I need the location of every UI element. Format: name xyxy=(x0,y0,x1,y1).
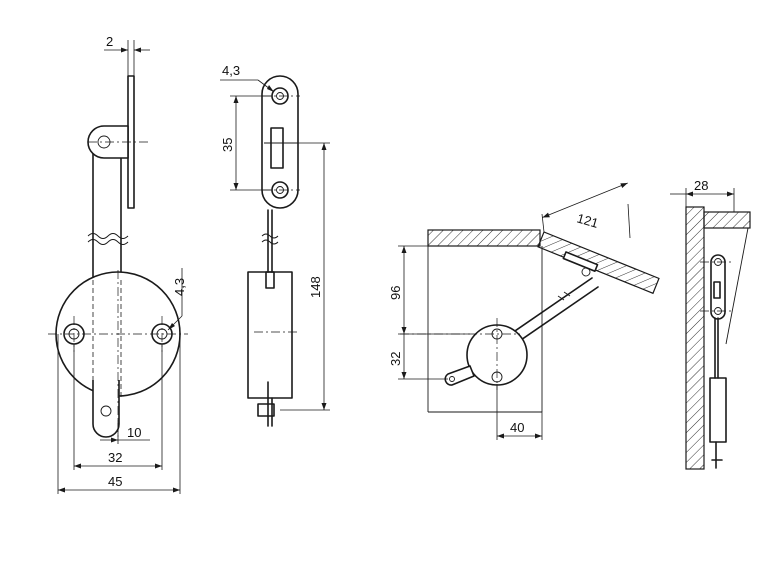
break-line xyxy=(87,233,129,239)
dim-lid-offset: 121 xyxy=(575,210,600,230)
lid-bracket xyxy=(562,251,599,273)
lower-body xyxy=(247,271,293,399)
wall-top-panel xyxy=(703,211,751,229)
dim-offset-small: 10 xyxy=(127,425,141,440)
bracket-inset xyxy=(270,127,284,169)
wall-lower-body xyxy=(709,377,727,443)
fixed-panel xyxy=(427,229,541,247)
dim-height-lower: 32 xyxy=(388,352,403,366)
dim-base-offset: 40 xyxy=(510,420,524,435)
lid-outline xyxy=(725,227,749,345)
dim-height-upper: 96 xyxy=(388,286,403,300)
wall-side-view: 28 xyxy=(670,178,751,470)
front-view: 2 4,3 10 32 45 xyxy=(48,34,188,494)
dim-side-hole: 4,3 xyxy=(222,63,240,78)
wall xyxy=(685,206,705,470)
dim-front-hole: 4,3 xyxy=(172,278,187,296)
bottom-screw xyxy=(257,403,275,417)
dim-hole-spacing-top: 35 xyxy=(220,138,235,152)
lower-link xyxy=(444,365,475,386)
dim-plate-thickness: 2 xyxy=(106,34,113,49)
dim-hole-spacing-bottom: 32 xyxy=(108,450,122,465)
dim-base-diameter: 45 xyxy=(108,474,122,489)
mounted-view: 121 96 32 40 xyxy=(388,182,660,440)
wall-flange xyxy=(710,254,726,320)
dim-total-height: 148 xyxy=(308,276,323,298)
bottom-tab xyxy=(92,380,120,438)
bottom-tab-hole xyxy=(100,405,112,417)
break-line xyxy=(87,239,129,245)
side-view: 4,3 35 148 xyxy=(220,63,330,427)
dim-wall-offset: 28 xyxy=(694,178,708,193)
opened-lid xyxy=(537,231,660,295)
